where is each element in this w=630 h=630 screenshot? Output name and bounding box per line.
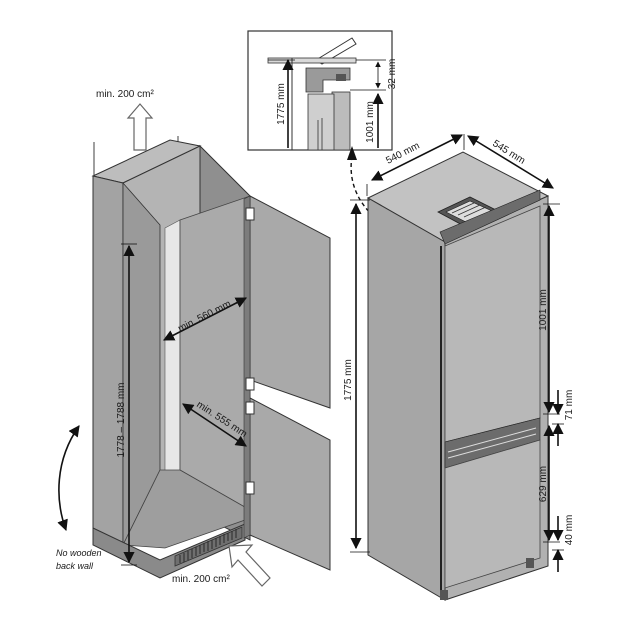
- top-vent-arrow: [126, 103, 154, 151]
- bottom-vent-arrow: [228, 544, 271, 587]
- fridge-height-dimension: [350, 199, 370, 553]
- fridge-width-dimension: [366, 134, 465, 196]
- gap-bottom-label: 40 mm: [564, 515, 575, 546]
- cabinet-height-label: 1778 – 1788 mm: [116, 382, 127, 457]
- fridge-depth-dimension: [467, 135, 554, 189]
- fridge-height-label: 1775 mm: [343, 359, 354, 401]
- gap-top-dimension: [552, 390, 564, 446]
- cabinet-width-dimension: [163, 297, 247, 341]
- back-wall-arrow: [57, 425, 80, 532]
- fridge-illustration: [366, 151, 550, 601]
- detail-upper-label: 1001 mm: [365, 101, 376, 143]
- detail-inset: [247, 30, 393, 151]
- detail-height-label: 1775 mm: [276, 83, 287, 125]
- back-wall-note-line2: back wall: [56, 561, 94, 571]
- bottom-vent-label: min. 200 cm²: [172, 574, 230, 585]
- back-wall-note-line1: No wooden: [56, 548, 102, 558]
- lower-door-label: 629 mm: [538, 466, 549, 502]
- upper-door-label: 1001 mm: [538, 289, 549, 331]
- gap-bottom-dimension: [552, 516, 564, 572]
- top-vent-label: min. 200 cm²: [96, 89, 154, 100]
- lower-door-dimension: [543, 424, 560, 543]
- detail-gap-label: 32 mm: [387, 59, 398, 90]
- cabinet-depth-dimension: [182, 403, 247, 447]
- cabinet-height-dimension: [121, 243, 137, 566]
- bottom-vent-grille: [174, 526, 243, 567]
- gap-top-label: 71 mm: [564, 390, 575, 421]
